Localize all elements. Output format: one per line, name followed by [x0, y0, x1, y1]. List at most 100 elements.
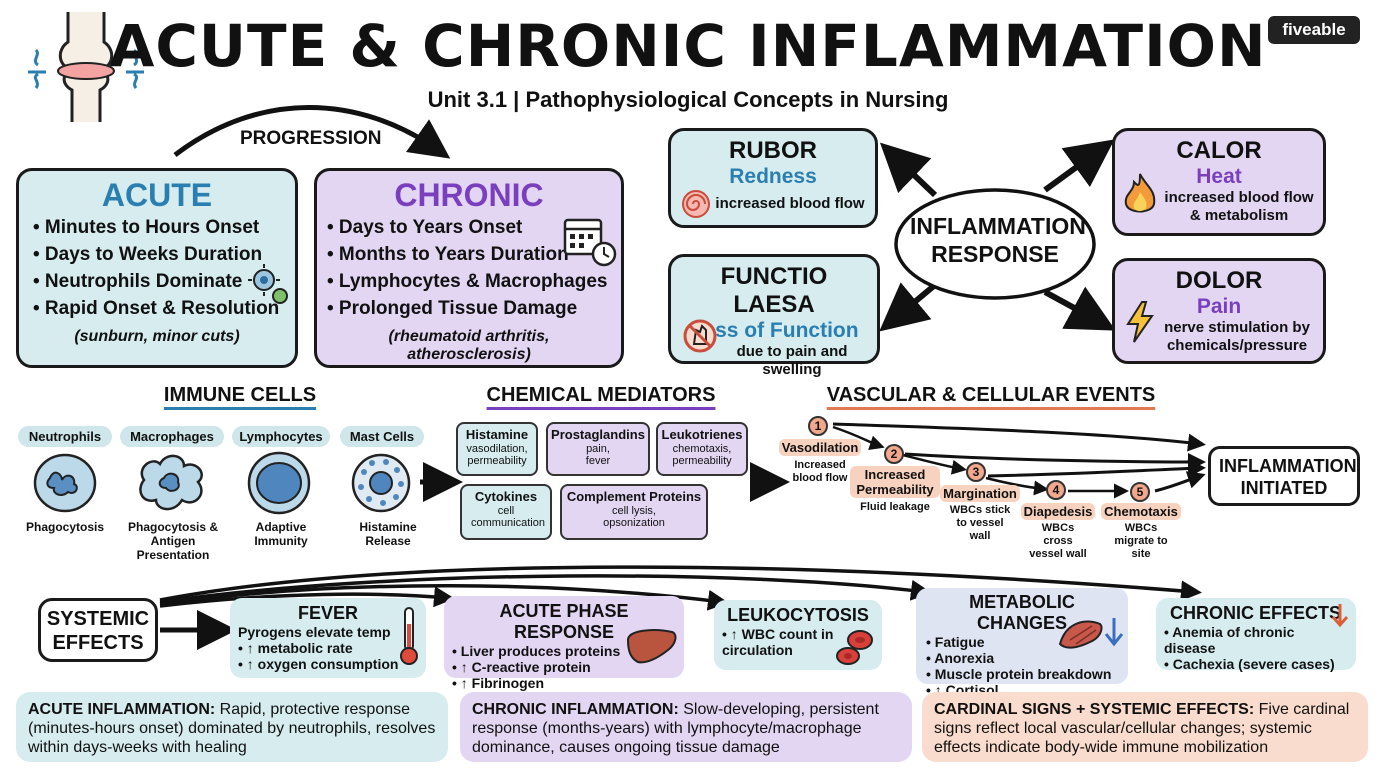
summary-cardinal: CARDINAL SIGNS + SYSTEMIC EFFECTS: Five … [922, 692, 1368, 762]
chronic-bullet: • Days to Years Onset [327, 217, 523, 238]
acute-phase-line: • ↑ C-reactive protein [452, 659, 591, 675]
metabolic-line: • Anorexia [926, 650, 995, 666]
functio-laesa-box: FUNCTIO LAESA Loss of Function due to pa… [668, 254, 880, 378]
mediator-name: Prostaglandins [551, 427, 645, 442]
metabolic-line: • Fatigue [926, 634, 985, 650]
functio-desc: due to pain and swelling [736, 343, 848, 378]
cell-label-mast-cells: Mast Cells [340, 426, 424, 447]
step-name: Increased Permeability [850, 466, 940, 498]
step-number-3: 3 [966, 462, 986, 482]
summary-acute-text: Rapid, protective response (minutes-hour… [28, 701, 436, 756]
rubor-desc: increased blood flow [715, 195, 865, 212]
fever-box: FEVER Pyrogens elevate temp • ↑ metaboli… [230, 598, 426, 678]
calor-title: CALOR [1176, 137, 1262, 164]
blood-cells-icon [836, 630, 873, 665]
systemic-effects-box: SYSTEMIC EFFECTS [38, 598, 158, 662]
lightning-icon [1126, 301, 1154, 343]
mast-cell-icon [351, 453, 411, 513]
cell-label-macrophages: Macrophages [120, 426, 224, 447]
chronic-effects-box: CHRONIC EFFECTS • Anemia of chronic dise… [1156, 598, 1356, 672]
calendar-clock-icon [563, 218, 617, 267]
mediator-desc: vasodilation, permeability [466, 443, 528, 467]
inflammation-response-ellipse [894, 188, 1096, 300]
knee-joint-icon [28, 12, 144, 122]
metabolic-line: • Muscle protein breakdown [926, 666, 1112, 682]
macrophage-cell-icon [139, 454, 203, 511]
mediator-leukotrienes: Leukotrienes chemotaxis, permeability [656, 422, 748, 476]
rubor-title: RUBOR [729, 137, 817, 164]
step-name: Margination [940, 485, 1020, 502]
chronic-title: CHRONIC [394, 177, 544, 213]
acute-bullet: • Minutes to Hours Onset [33, 217, 260, 238]
step-number-5: 5 [1130, 482, 1150, 502]
mediator-desc: cell lysis, opsonization [603, 505, 665, 529]
chronic-examples: (rheumatoid arthritis, atherosclerosis) [388, 328, 550, 363]
acute-examples: (sunburn, minor cuts) [74, 328, 240, 345]
page-title: ACUTE & CHRONIC INFLAMMATION [109, 12, 1267, 80]
vascular-events-heading: VASCULAR & CELLULAR EVENTS [826, 384, 1156, 406]
fiveable-logo: fiveable [1268, 16, 1360, 44]
step-increased-permeability: Increased Permeability Fluid leakage [850, 466, 940, 514]
step-desc: WBCs stick to vessel wall [949, 504, 1011, 542]
step-desc: WBCs cross vessel wall [1029, 522, 1087, 560]
acute-phase-title: ACUTE PHASE RESPONSE [499, 601, 629, 642]
dolor-desc: nerve stimulation by chemicals/pressure [1164, 319, 1310, 354]
step-number-1: 1 [808, 416, 828, 436]
fever-line: • ↑ oxygen consumption [238, 656, 399, 672]
cell-role-neutrophils: Phagocytosis [25, 520, 105, 534]
no-movement-icon [683, 319, 717, 353]
immune-cells-heading: IMMUNE CELLS [163, 384, 317, 406]
rubor-sub: Redness [729, 165, 817, 188]
chronic-effects-line: • Cachexia (severe cases) [1164, 656, 1335, 672]
mediator-cytokines: Cytokines cell communication [460, 484, 552, 540]
dolor-sub: Pain [1196, 295, 1242, 318]
acute-phase-line: • ↑ Fibrinogen [452, 675, 545, 691]
chronic-bullet: • Months to Years Duration [327, 244, 569, 265]
mediator-name: Cytokines [474, 489, 538, 504]
inflammation-response-label: INFLAMMATION RESPONSE [910, 213, 1086, 267]
metabolic-title: METABOLIC CHANGES [969, 592, 1075, 633]
calor-desc: increased blood flow & metabolism [1164, 189, 1314, 224]
chronic-effects-title: CHRONIC EFFECTS [1170, 603, 1341, 623]
chronic-box: CHRONIC • Days to Years Onset • Months t… [314, 168, 624, 368]
summary-chronic-text: Slow-developing, persistent response (mo… [472, 701, 879, 756]
mediator-name: Leukotrienes [661, 427, 743, 442]
acute-box: ACUTE • Minutes to Hours Onset • Days to… [16, 168, 298, 368]
metabolic-changes-box: METABOLIC CHANGES • Fatigue • Anorexia •… [916, 588, 1128, 698]
mediator-complement-proteins: Complement Proteins cell lysis, opsoniza… [560, 484, 708, 540]
acute-bullet: • Neutrophils Dominate [33, 271, 243, 292]
liver-icon [626, 629, 677, 664]
functio-sub: Loss of Function [689, 319, 859, 342]
chronic-effects-line: • Anemia of chronic disease [1164, 624, 1295, 656]
summary-acute-lead: ACUTE INFLAMMATION: [28, 701, 216, 718]
redness-spiral-icon [682, 190, 710, 218]
summary-acute: ACUTE INFLAMMATION: Rapid, protective re… [16, 692, 448, 762]
step-name: Chemotaxis [1101, 503, 1181, 520]
mediator-histamine: Histamine vasodilation, permeability [456, 422, 538, 476]
step-chemotaxis: Chemotaxis WBCs migrate to site [1098, 503, 1184, 561]
inflammation-initiated-box: INFLAMMATION INITIATED [1208, 446, 1360, 506]
step-desc: WBCs migrate to site [1114, 522, 1168, 560]
fever-title: FEVER [297, 603, 358, 623]
progression-arrow [173, 105, 451, 159]
chronic-bullet: • Prolonged Tissue Damage [327, 298, 578, 319]
step-desc: Increased blood flow [792, 459, 848, 484]
step-number-2: 2 [884, 444, 904, 464]
acute-title: ACUTE [101, 177, 213, 213]
neutrophil-germ-icon [248, 264, 288, 304]
dolor-box: DOLOR Pain nerve stimulation by chemical… [1112, 258, 1326, 364]
cell-label-neutrophils: Neutrophils [18, 426, 112, 447]
down-arrow-icon [1331, 604, 1349, 628]
neutrophil-cell-icon [33, 453, 97, 513]
flame-icon [1124, 173, 1156, 213]
mediator-name: Complement Proteins [566, 489, 702, 504]
summary-cardinal-lead: CARDINAL SIGNS + SYSTEMIC EFFECTS: [934, 701, 1255, 718]
mediator-desc: cell communication [471, 505, 545, 529]
acute-phase-line: • Liver produces proteins [452, 643, 621, 659]
arrow-to-rubor [879, 142, 938, 198]
fever-line: • ↑ metabolic rate [238, 640, 353, 656]
summary-chronic-lead: CHRONIC INFLAMMATION: [472, 701, 679, 718]
cell-role-macrophages: Phagocytosis & Antigen Presentation [127, 520, 219, 562]
mediator-desc: pain, fever [585, 443, 611, 467]
